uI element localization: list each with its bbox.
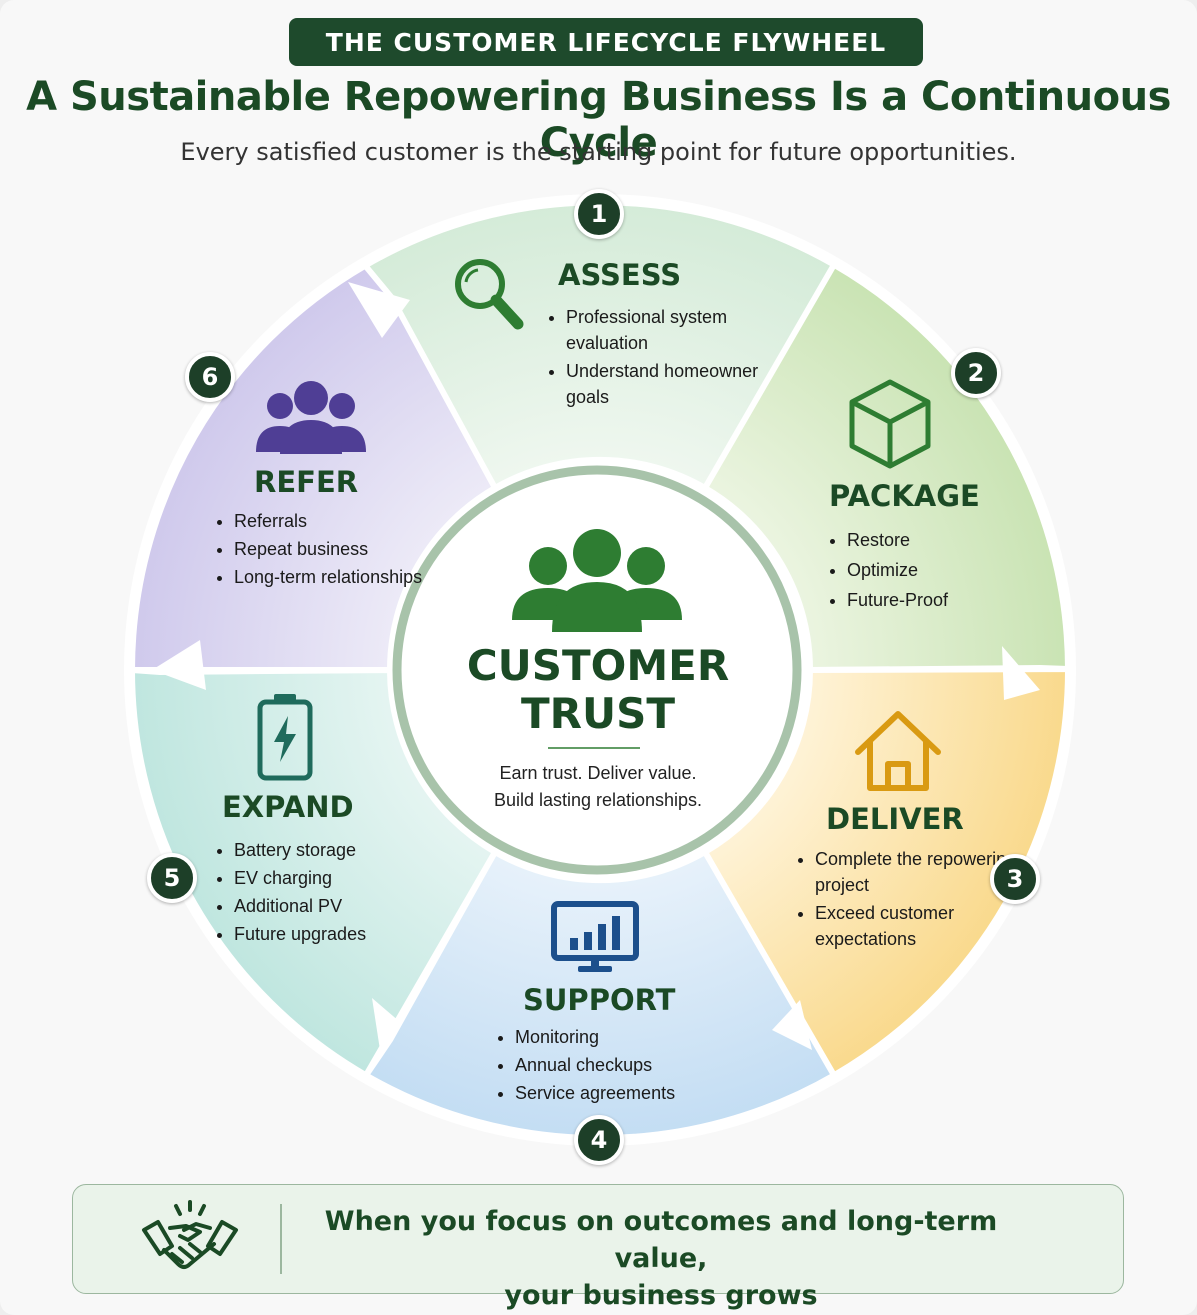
people-icon xyxy=(256,381,366,454)
center-title: CUSTOMER TRUST xyxy=(420,642,776,738)
stage-title-refer: REFER xyxy=(254,465,359,499)
bullet-item: Battery storage xyxy=(234,837,414,863)
footer-message: When you focus on outcomes and long-term… xyxy=(290,1203,1032,1314)
battery-icon xyxy=(257,694,313,781)
people-group-icon xyxy=(512,529,682,632)
bullet-item: Understand homeowner goals xyxy=(566,358,796,410)
segment-support xyxy=(363,849,837,1141)
arrow-5-to-6 xyxy=(152,640,206,690)
stage-bullets-deliver: Complete the repowering project Exceed c… xyxy=(797,846,1025,954)
page-title: A Sustainable Repowering Business Is a C… xyxy=(26,74,1171,166)
step-badge-3: 3 xyxy=(990,854,1040,904)
stage-title-expand: EXPAND xyxy=(222,790,354,824)
arrow-4-to-5 xyxy=(372,998,400,1050)
center-title-line1: CUSTOMER xyxy=(466,641,730,690)
stage-bullets-expand: Battery storage EV charging Additional P… xyxy=(216,837,414,949)
stage-bullets-package: Restore Optimize Future-Proof xyxy=(829,526,1047,616)
bullet-item: Monitoring xyxy=(515,1024,735,1050)
handshake-icon xyxy=(142,1200,238,1269)
bullet-item: Optimize xyxy=(847,556,1047,584)
box-icon xyxy=(849,379,931,469)
stage-bullets-support: Monitoring Annual checkups Service agree… xyxy=(497,1024,735,1108)
bullet-item: Exceed customer expectations xyxy=(815,900,1025,952)
arrow-6-to-1 xyxy=(348,282,410,338)
center-hub xyxy=(392,465,802,875)
center-title-line2: TRUST xyxy=(521,689,675,738)
segment-expand xyxy=(129,667,498,1079)
cycle-arrows xyxy=(152,282,1040,1050)
footer-line1: When you focus on outcomes and long-term… xyxy=(324,1206,998,1274)
stage-title-deliver: DELIVER xyxy=(826,802,964,836)
stage-title-assess: ASSESS xyxy=(558,258,682,292)
segment-deliver xyxy=(702,666,1072,1079)
monitor-chart-icon xyxy=(551,901,639,972)
step-badge-2: 2 xyxy=(951,348,1001,398)
step-badge-4: 4 xyxy=(574,1115,624,1165)
bullet-item: Referrals xyxy=(234,508,424,534)
bullet-item: Future upgrades xyxy=(234,921,414,947)
segment-assess xyxy=(362,199,837,491)
header-banner: THE CUSTOMER LIFECYCLE FLYWHEEL xyxy=(289,18,923,66)
step-badge-6: 6 xyxy=(185,352,235,402)
bullet-item: Future-Proof xyxy=(847,586,1047,614)
arrow-2-to-3 xyxy=(1002,646,1040,700)
bullet-item: Service agreements xyxy=(515,1080,735,1106)
stage-bullets-assess: Professional system evaluation Understan… xyxy=(548,304,796,412)
magnifier-icon xyxy=(455,259,524,330)
bullet-item: Repeat business xyxy=(234,536,424,562)
stage-title-package: PACKAGE xyxy=(829,479,980,513)
segment-refer xyxy=(129,262,498,673)
bullet-item: EV charging xyxy=(234,865,414,891)
segment-package xyxy=(702,261,1071,673)
center-tagline-line1: Earn trust. Deliver value. xyxy=(499,763,697,783)
bullet-item: Annual checkups xyxy=(515,1052,735,1078)
bullet-item: Complete the repowering project xyxy=(815,846,1025,898)
center-tagline-line2: Build lasting relationships. xyxy=(493,790,703,810)
house-icon xyxy=(855,711,941,791)
footer-divider xyxy=(280,1204,282,1274)
footer-line2: your business grows xyxy=(504,1280,818,1311)
arrow-3-to-4 xyxy=(772,1000,812,1050)
step-badge-5: 5 xyxy=(147,853,197,903)
stage-bullets-refer: Referrals Repeat business Long-term rela… xyxy=(216,508,424,592)
center-tagline: Earn trust. Deliver value. Build lasting… xyxy=(440,760,756,814)
stage-title-support: SUPPORT xyxy=(523,983,676,1017)
footer-callout xyxy=(72,1184,1124,1294)
bullet-item: Professional system evaluation xyxy=(566,304,796,356)
step-badge-1: 1 xyxy=(574,189,624,239)
page-subtitle: Every satisfied customer is the starting… xyxy=(180,138,1017,166)
bullet-item: Restore xyxy=(847,526,1047,554)
bullet-item: Long-term relationships xyxy=(234,564,424,590)
bullet-item: Additional PV xyxy=(234,893,414,919)
